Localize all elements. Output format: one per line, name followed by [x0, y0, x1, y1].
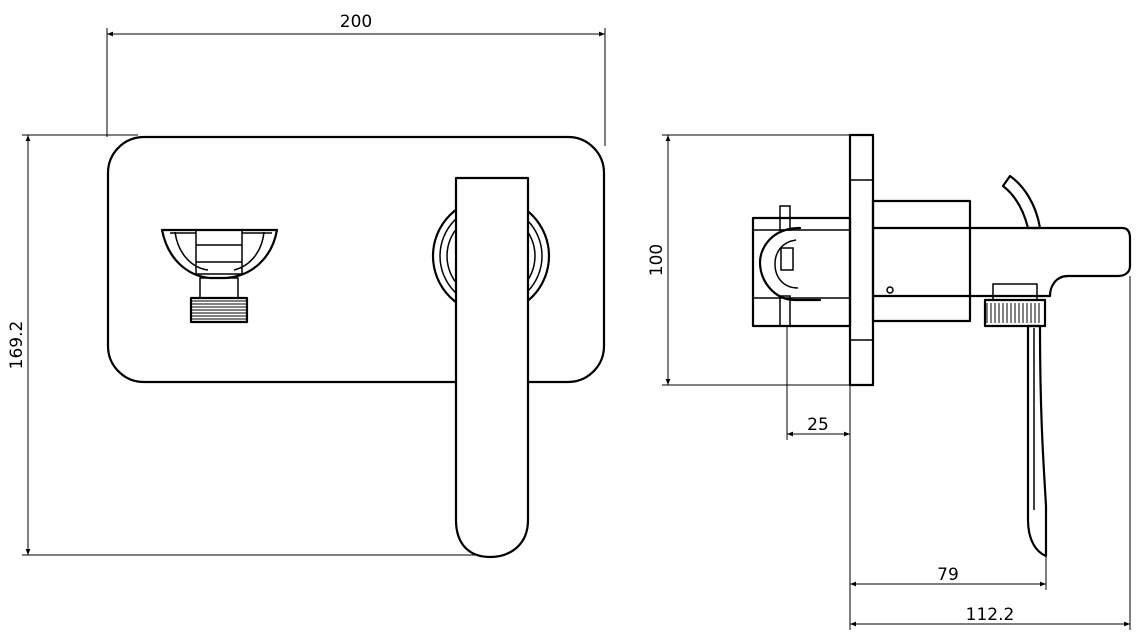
front-view: 200 169.2: [7, 12, 606, 559]
dimension-height: 169.2: [7, 134, 500, 556]
dimension-depth-25-label: 25: [807, 415, 829, 435]
diverter-outlet: [160, 228, 279, 324]
dimension-depth-79: 79: [849, 385, 1047, 630]
lever-arm: [1001, 174, 1042, 230]
side-outlet: [983, 283, 1047, 328]
side-wall-plate: [848, 133, 875, 387]
side-view: 100: [647, 133, 1132, 630]
dimension-depth-112: 112.2: [850, 276, 1131, 630]
dimension-height-label: 169.2: [7, 321, 27, 370]
spout-body: [871, 226, 1132, 298]
handle-lever: [454, 176, 530, 559]
dimension-width: 200: [106, 12, 606, 146]
side-handle: [1026, 324, 1048, 558]
wall-plate: [106, 135, 606, 384]
dimension-depth-25: 25: [786, 326, 851, 440]
dimension-plate-height: 100: [647, 134, 850, 386]
rear-valve-body: [751, 205, 852, 328]
dimension-width-label: 200: [340, 12, 372, 32]
spout-housing: [871, 199, 972, 323]
dimension-depth-79-label: 79: [937, 565, 959, 585]
dimension-plate-height-label: 100: [647, 244, 667, 276]
dimension-depth-112-label: 112.2: [966, 605, 1015, 625]
